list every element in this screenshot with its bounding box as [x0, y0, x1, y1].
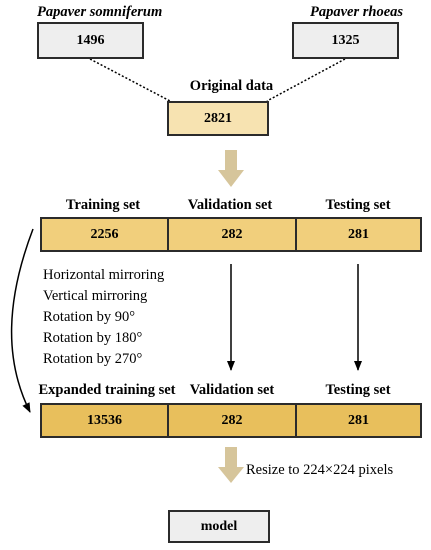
resize-note: Resize to 224×224 pixels	[246, 462, 394, 478]
original-box: 2821	[167, 101, 269, 136]
augmentation-item: Rotation by 90°	[43, 309, 135, 325]
augmentation-item: Vertical mirroring	[43, 288, 148, 304]
split-header-validation: Validation set	[187, 197, 273, 213]
split-row: 2256 282 281	[40, 217, 422, 252]
expanded-cell-training: 13536	[87, 412, 122, 428]
augmentation-curve-arrow	[10, 228, 34, 413]
expanded-header-training: Expanded training set	[38, 382, 176, 398]
source-left-box: 1496	[37, 22, 144, 59]
augmentation-item: Rotation by 270°	[43, 351, 143, 367]
augmentation-item: Rotation by 180°	[43, 330, 143, 346]
split-header-testing: Testing set	[325, 197, 391, 213]
split-header-training: Training set	[65, 197, 141, 213]
connector-left-dotted	[89, 58, 171, 102]
source-left-label: Papaver somniferum	[37, 4, 163, 20]
expanded-header-validation: Validation set	[189, 382, 275, 398]
expanded-row: 13536 282 281	[40, 403, 422, 438]
augmentation-item: Horizontal mirroring	[43, 267, 165, 283]
down-arrow-1	[218, 150, 244, 187]
down-arrow-2	[218, 447, 244, 483]
split-cell-validation: 282	[167, 219, 295, 250]
expanded-cell-testing: 281	[295, 405, 420, 436]
expanded-header-testing: Testing set	[325, 382, 391, 398]
split-cell-training: 2256	[90, 226, 119, 242]
source-right-box: 1325	[292, 22, 399, 59]
model-box: model	[168, 510, 270, 543]
connector-right-dotted	[266, 58, 346, 102]
source-right-label: Papaver rhoeas	[310, 4, 404, 20]
original-label: Original data	[189, 78, 274, 94]
split-cell-testing: 281	[295, 219, 420, 250]
expanded-cell-validation: 282	[167, 405, 295, 436]
